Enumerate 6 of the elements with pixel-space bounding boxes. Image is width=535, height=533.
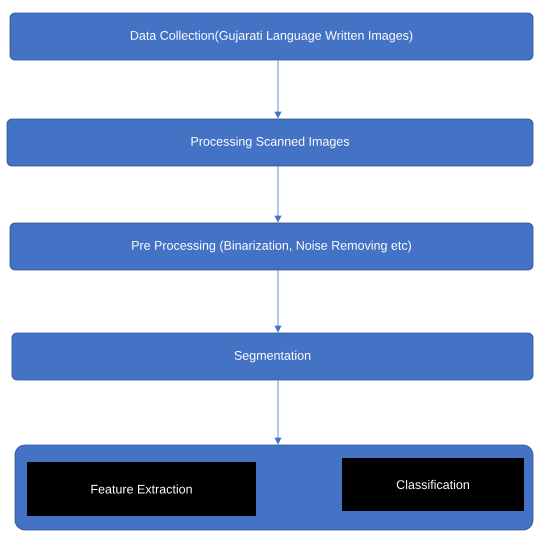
process-box: Segmentation — [12, 332, 534, 380]
process-box: Processing Scanned Images — [6, 118, 534, 166]
process-box: Data Collection(Gujarati Language Written Images) — [10, 12, 534, 60]
process-box: Feature Extraction — [27, 462, 256, 516]
process-box: Pre Processing (Binarization, Noise Removing etc) — [10, 222, 534, 270]
process-box: Classification — [342, 458, 524, 511]
